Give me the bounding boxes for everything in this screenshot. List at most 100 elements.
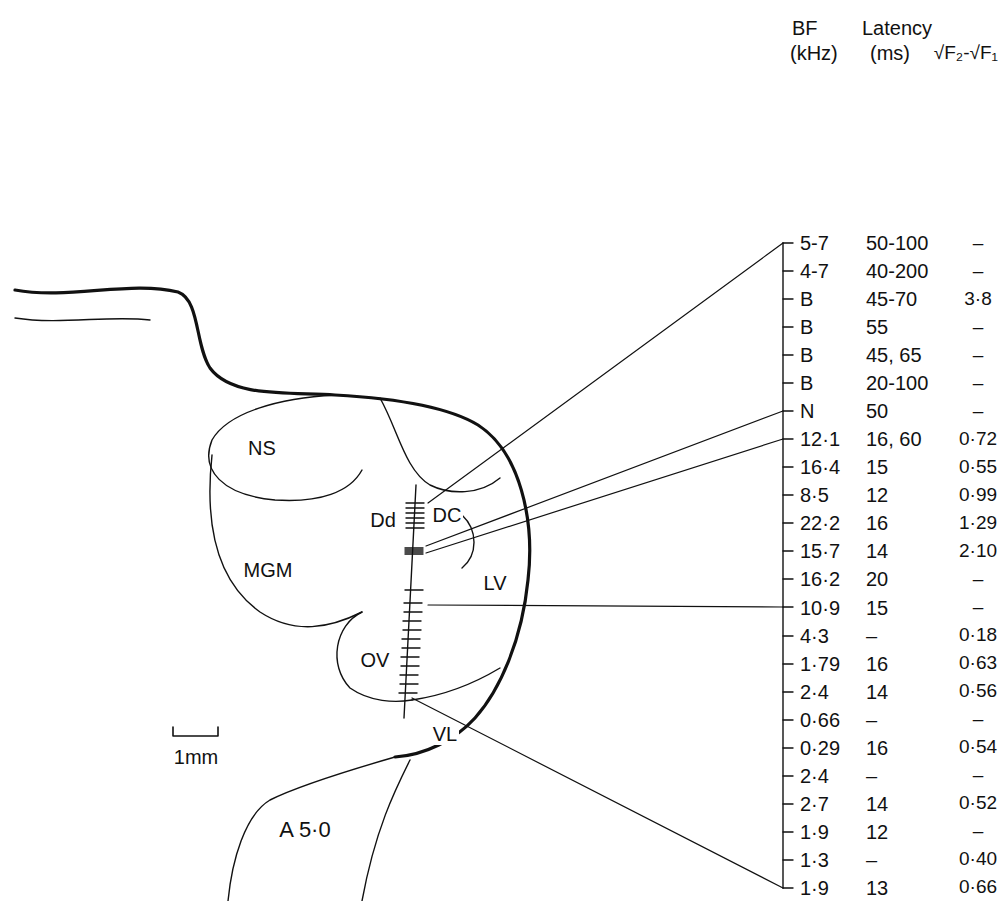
table-cell: 0·99 [959,485,997,506]
outer-contour [15,288,530,757]
table-cell: – [973,401,984,422]
table-cell: 0·52 [959,793,997,814]
table-cell: 0·55 [959,457,997,478]
table-cell: – [866,849,877,871]
table-cell: 0·63 [959,653,997,674]
ns-boundary [209,395,362,500]
scale-bar [173,727,218,736]
region-label: Dd [368,509,398,531]
leader-line [426,439,783,553]
mgm-boundary [210,455,362,627]
electrode-track [404,485,416,718]
region-label: LV [482,572,509,594]
table-cell: – [866,709,877,731]
table-cell: 55 [866,316,888,338]
table-cell: – [973,261,984,282]
table-cell: 1·9 [800,821,829,843]
upper-contour [15,318,150,321]
table-cell: 45, 65 [866,344,922,366]
table-cell: – [973,821,984,842]
table-cell: 16, 60 [866,428,922,450]
table-cell: 14 [866,793,888,815]
lower-contour [228,757,395,901]
table-cell: 12 [866,821,888,843]
column-header: Latency [862,17,932,39]
leader-line [428,243,783,503]
table-cell: 14 [866,681,888,703]
section-label: A 5·0 [277,818,332,842]
table-cell: 50-100 [866,232,928,254]
table-cell: 45-70 [866,288,917,310]
table-cell: – [973,373,984,394]
table-cell: 0·18 [959,625,997,646]
table-cell: 1·79 [800,653,840,675]
column-header: BF [792,17,818,39]
table-cell: 2·7 [800,793,829,815]
table-cell: 0·56 [959,681,997,702]
table-cell: 12 [866,484,888,506]
table-cell: 16 [866,737,888,759]
table-cell: 16·4 [800,456,840,478]
lower-contour [362,760,410,901]
table-cell: – [973,233,984,254]
column-header: √F₂-√F₁ [934,43,998,64]
table-cell: B [800,344,813,366]
table-cell: 15·7 [800,540,840,562]
region-label: NS [246,437,278,459]
table-cell: 4-7 [800,260,829,282]
table-cell: 12·1 [800,428,840,450]
table-cell: 2·4 [800,681,829,703]
table-cell: N [800,400,814,422]
table-cell: 0·72 [959,429,997,450]
table-cell: 15 [866,456,888,478]
table-cell: 22·2 [800,512,840,534]
table-cell: – [866,625,877,647]
table-cell: 2·4 [800,765,829,787]
table-cell: 1·9 [800,877,829,899]
table-cell: 16·2 [800,568,840,590]
region-label: OV [359,649,392,671]
table-cell: 2·10 [959,541,997,562]
table-cell: – [973,317,984,338]
table-cell: 0·54 [959,737,997,758]
region-label: MGM [242,559,295,581]
column-header: (kHz) [790,42,838,64]
table-cell: – [973,345,984,366]
table-cell: 15 [866,597,888,619]
table-cell: 14 [866,540,888,562]
table-cell: – [973,597,984,618]
table-cell: 20 [866,568,888,590]
table-cell: 16 [866,653,888,675]
recording-sites [399,503,424,693]
table-axis [782,243,783,888]
table-cell: 10·9 [800,597,840,619]
column-header: (ms) [870,42,910,64]
leader-line [426,411,783,546]
table-ticks [783,243,793,888]
table-cell: B [800,316,813,338]
leader-line [428,605,783,607]
table-cell: B [800,288,813,310]
table-cell: 40-200 [866,260,928,282]
table-cell: 20-100 [866,372,928,394]
table-cell: 13 [866,877,888,899]
table-cell: – [973,709,984,730]
table-cell: 0·29 [800,737,840,759]
table-cell: – [973,765,984,786]
table-cell: 0·66 [959,877,997,898]
table-cell: 4·3 [800,625,829,647]
table-cell: – [973,569,984,590]
table-cell: 8·5 [800,484,829,506]
table-cell: 1·3 [800,849,829,871]
table-cell: B [800,372,813,394]
table-cell: 16 [866,512,888,534]
scale-label: 1mm [172,746,220,768]
vl-boundary [412,668,500,700]
table-cell: 3·8 [964,289,991,310]
region-label: DC [431,504,464,526]
table-cell: 0·40 [959,849,997,870]
region-label: VL [431,723,459,745]
dc-boundary [380,398,500,492]
leader-line [412,698,783,888]
table-cell: – [866,765,877,787]
